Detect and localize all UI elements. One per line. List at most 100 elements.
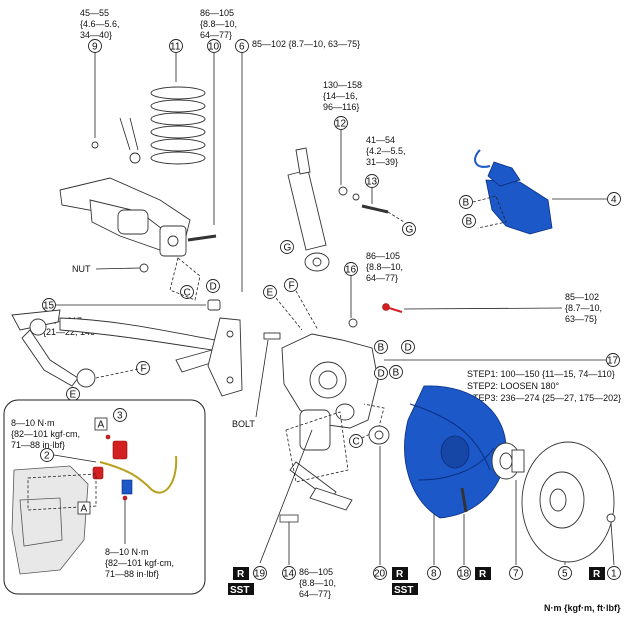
- dash-box-cd: [169, 257, 201, 301]
- callout-20-group: 20 R SST: [373, 446, 418, 596]
- svg-text:63—75}: 63—75}: [565, 314, 597, 324]
- bolt-10: [187, 234, 217, 242]
- callout-12: 12: [334, 116, 348, 185]
- callout-1-group: R 1: [589, 522, 621, 580]
- callout-6: 6: [235, 39, 249, 292]
- callout-14-group: 14 86—105 {8.8—10, 64—77}: [279, 514, 336, 599]
- callout-7: 7: [509, 480, 523, 580]
- bolt-15: [207, 299, 221, 311]
- svg-text:31—39}: 31—39}: [366, 157, 398, 167]
- svg-text:20: 20: [374, 569, 386, 580]
- svg-text:B: B: [466, 217, 473, 228]
- svg-text:96—116}: 96—116}: [323, 102, 359, 112]
- svg-text:8—10 N·m: 8—10 N·m: [11, 418, 55, 428]
- svg-text:130—158: 130—158: [323, 80, 362, 90]
- torque-label-16: 86—105 {8.8—10, 64—77}: [366, 251, 403, 283]
- steering-knuckle: [281, 333, 379, 451]
- letter-G-right: G: [402, 222, 416, 236]
- callout-17: 17: [384, 353, 620, 367]
- svg-text:19: 19: [254, 569, 266, 580]
- stud-13: [361, 204, 389, 214]
- svg-text:8—10 N·m: 8—10 N·m: [105, 547, 149, 557]
- svg-text:11: 11: [170, 42, 181, 53]
- torque-label-13: 41—54 {4.2—5.5, 31—39}: [366, 135, 406, 167]
- tightening-steps: STEP1: 100—150 {11—15, 74—110} STEP2: LO…: [467, 369, 621, 403]
- callout-10: 10: [207, 39, 221, 225]
- svg-text:18: 18: [458, 569, 470, 580]
- svg-text:86—105: 86—105: [200, 8, 234, 18]
- svg-text:71—88 in·lbf}: 71—88 in·lbf}: [105, 569, 159, 579]
- svg-text:3: 3: [117, 411, 123, 422]
- inset-callout-3: 3: [113, 408, 127, 422]
- bolt-label: BOLT: [232, 419, 255, 429]
- svg-text:C: C: [184, 288, 191, 299]
- svg-text:SST: SST: [394, 585, 413, 596]
- bolt-red-right: [382, 303, 403, 313]
- svg-text:E: E: [267, 288, 274, 299]
- callout-13: 13: [365, 174, 379, 204]
- svg-text:64—77}: 64—77}: [200, 30, 232, 40]
- svg-text:E: E: [70, 390, 77, 401]
- shock-absorber: [287, 147, 330, 272]
- callout-5: 5: [558, 562, 572, 580]
- svg-text:{8.7—10,: {8.7—10,: [565, 303, 602, 313]
- torque-label-9: 45—55 {4.6—5.6, 34—40}: [80, 8, 120, 40]
- dash-f: [95, 368, 139, 379]
- torque-label-6: 85—102 {8.7—10, 63—75}: [252, 39, 360, 49]
- nut-leader: [95, 267, 141, 270]
- svg-text:64—77}: 64—77}: [366, 273, 398, 283]
- step2: STEP2: LOOSEN 180°: [467, 381, 560, 391]
- coil-spring: [150, 86, 206, 165]
- dash-c-lower: [361, 403, 385, 439]
- svg-text:{4.2—5.5,: {4.2—5.5,: [366, 146, 406, 156]
- svg-text:5: 5: [562, 569, 568, 580]
- svg-text:34—40}: 34—40}: [80, 30, 112, 40]
- callout-19-group: R 19 SST: [228, 429, 313, 596]
- svg-text:14: 14: [283, 569, 295, 580]
- svg-text:A: A: [81, 504, 88, 515]
- svg-text:17: 17: [607, 356, 619, 367]
- svg-text:D: D: [378, 369, 385, 380]
- callout-4: 4: [552, 192, 621, 206]
- callout-16: 16: [344, 262, 358, 318]
- svg-text:R: R: [593, 569, 601, 580]
- stud-18: [460, 487, 468, 513]
- svg-text:9: 9: [92, 42, 98, 53]
- dash-caliper: [472, 195, 507, 229]
- letter-B-caliper-bottom: B: [462, 214, 476, 228]
- callout-11: 11: [169, 39, 183, 82]
- svg-text:C: C: [353, 437, 360, 448]
- svg-text:16: 16: [345, 265, 357, 276]
- svg-text:64—77}: 64—77}: [299, 589, 331, 599]
- svg-text:A: A: [98, 420, 105, 431]
- svg-text:D: D: [210, 282, 217, 293]
- letter-C-upper: C: [180, 285, 194, 299]
- svg-text:8: 8: [431, 569, 437, 580]
- inset-callout-2: 2: [40, 448, 97, 463]
- callout-9: 9: [88, 39, 102, 138]
- brake-caliper: [474, 149, 553, 235]
- bolt-part: [263, 332, 281, 340]
- svg-text:{8.8—10,: {8.8—10,: [299, 578, 336, 588]
- svg-text:85—102: 85—102: [565, 292, 599, 302]
- letter-F-left: F: [136, 361, 150, 375]
- svg-text:R: R: [396, 569, 404, 580]
- washer-12: [352, 193, 360, 201]
- svg-text:45—55: 45—55: [80, 8, 109, 18]
- wheel-hub: [491, 442, 525, 480]
- dust-shield: [404, 385, 507, 519]
- svg-text:2: 2: [44, 451, 50, 462]
- svg-text:R: R: [479, 569, 487, 580]
- dash-13-g: [387, 211, 405, 223]
- brake-disc: [521, 441, 615, 563]
- svg-text:{82—101 kgf·cm,: {82—101 kgf·cm,: [105, 558, 174, 568]
- leader-bolt-right: [403, 307, 563, 310]
- callout-8: 8: [427, 514, 441, 580]
- svg-text:{8.8—10,: {8.8—10,: [200, 19, 237, 29]
- svg-text:F: F: [289, 281, 295, 292]
- svg-text:B: B: [378, 343, 385, 354]
- bolt-leader: [255, 339, 269, 418]
- inset-torque-top: 8—10 N·m {82—101 kgf·cm, 71—88 in·lbf}: [11, 418, 80, 450]
- svg-text:71—88 in·lbf}: 71—88 in·lbf}: [11, 440, 65, 450]
- torque-label-12: 130—158 {14—16, 96—116}: [323, 80, 362, 112]
